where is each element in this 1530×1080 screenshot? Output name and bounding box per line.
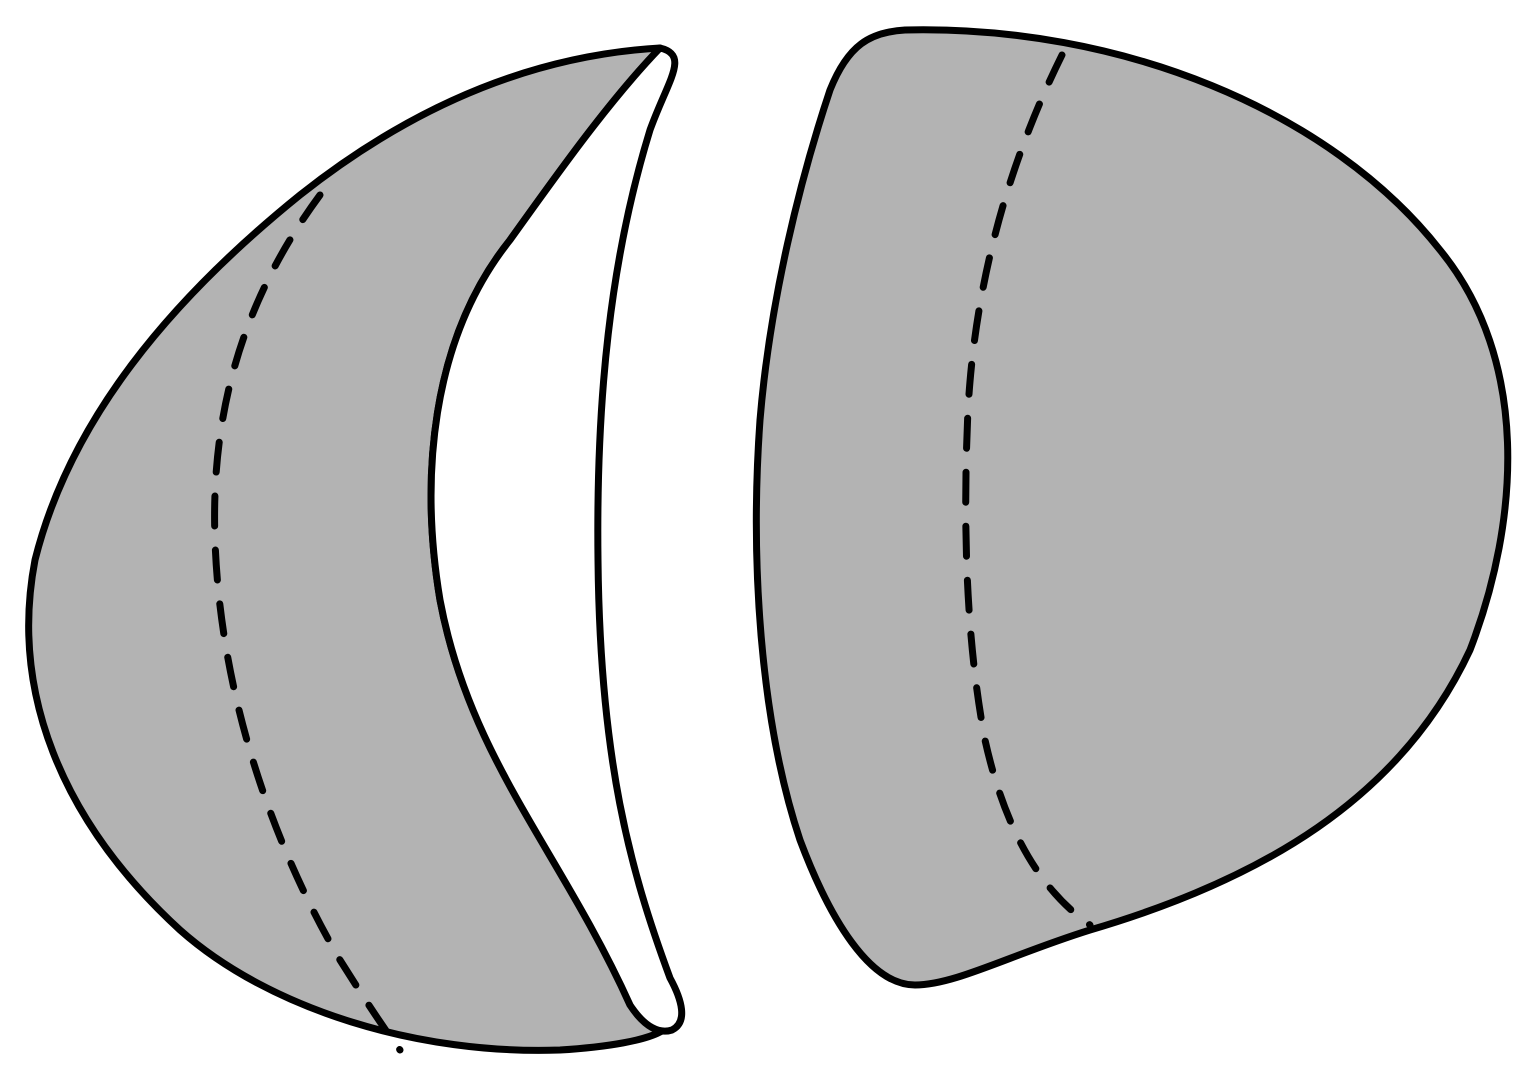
right-solid-body xyxy=(752,26,1512,989)
left-shell-cavity xyxy=(427,44,686,1035)
right-solid-piece xyxy=(752,26,1512,989)
left-shell-piece xyxy=(25,44,686,1054)
left-shell-dashed-edge xyxy=(211,191,404,1054)
right-solid-dashed-edge xyxy=(962,51,1094,929)
